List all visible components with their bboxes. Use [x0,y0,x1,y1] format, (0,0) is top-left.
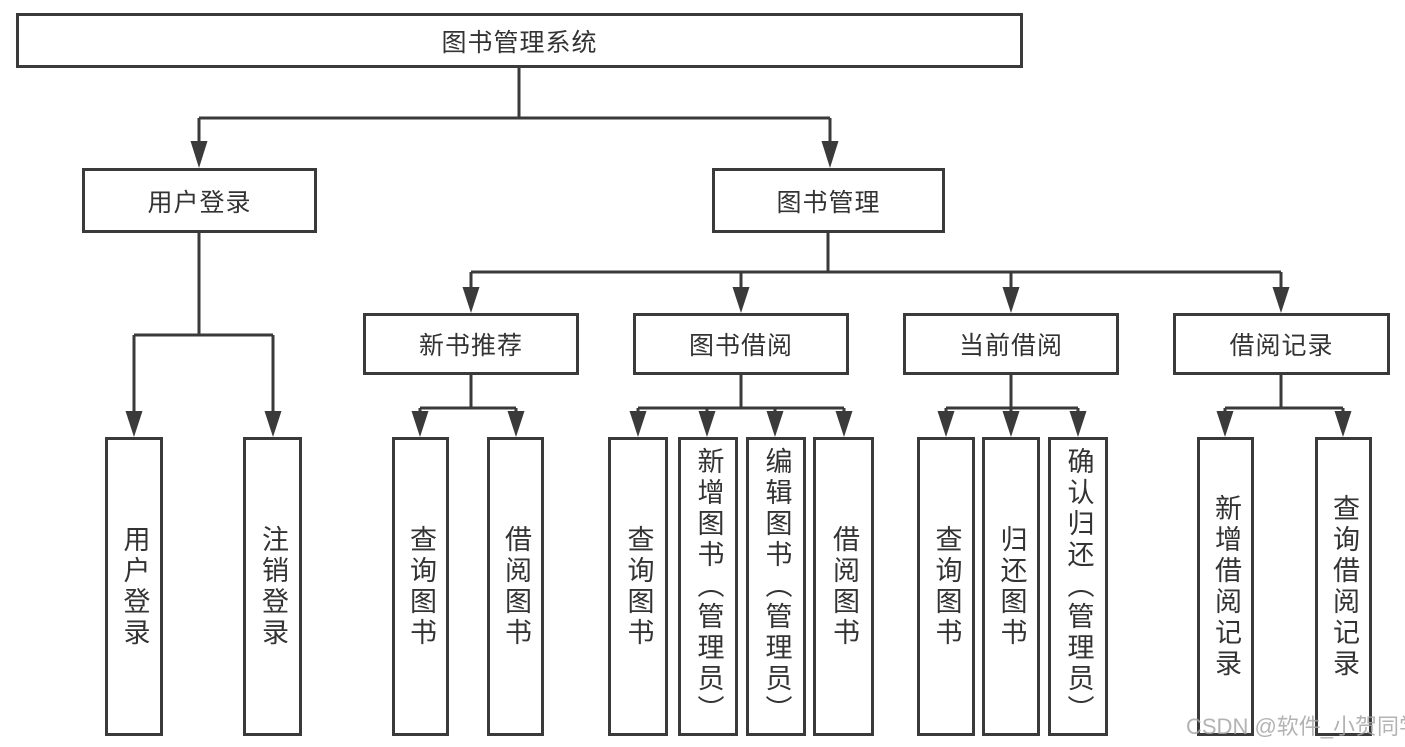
leaf-user-login: 用户登录 [105,437,163,736]
leaf-query-borrow-record: 查询借阅记录 [1315,437,1372,736]
node-library-system: 图书管理系统 [16,13,1023,68]
leaf-query-books-recommend: 查询图书 [392,437,449,736]
node-new-book-recommend: 新书推荐 [363,313,579,375]
leaf-add-book-admin: 新增图书（管理员） [678,437,738,736]
leaf-logout: 注销登录 [243,437,302,736]
leaf-query-books-current: 查询图书 [917,437,975,736]
node-current-borrowing: 当前借阅 [903,313,1119,375]
node-borrowing-records: 借阅记录 [1173,313,1390,375]
leaf-borrow-books-recommend: 借阅图书 [487,437,544,736]
leaf-add-borrow-record: 新增借阅记录 [1197,437,1254,736]
leaf-query-books-borrowing: 查询图书 [608,437,668,736]
leaf-edit-book-admin: 编辑图书（管理员） [746,437,806,736]
node-user-login: 用户登录 [82,168,317,233]
leaf-return-book: 归还图书 [982,437,1040,736]
csdn-watermark: CSDN @软件_小贺同学 [1186,714,1405,739]
leaf-confirm-return-admin: 确认归还（管理员） [1048,437,1108,736]
node-book-management: 图书管理 [712,168,945,233]
leaf-borrow-books-borrowing: 借阅图书 [813,437,874,736]
node-book-borrowing: 图书借阅 [633,313,849,375]
